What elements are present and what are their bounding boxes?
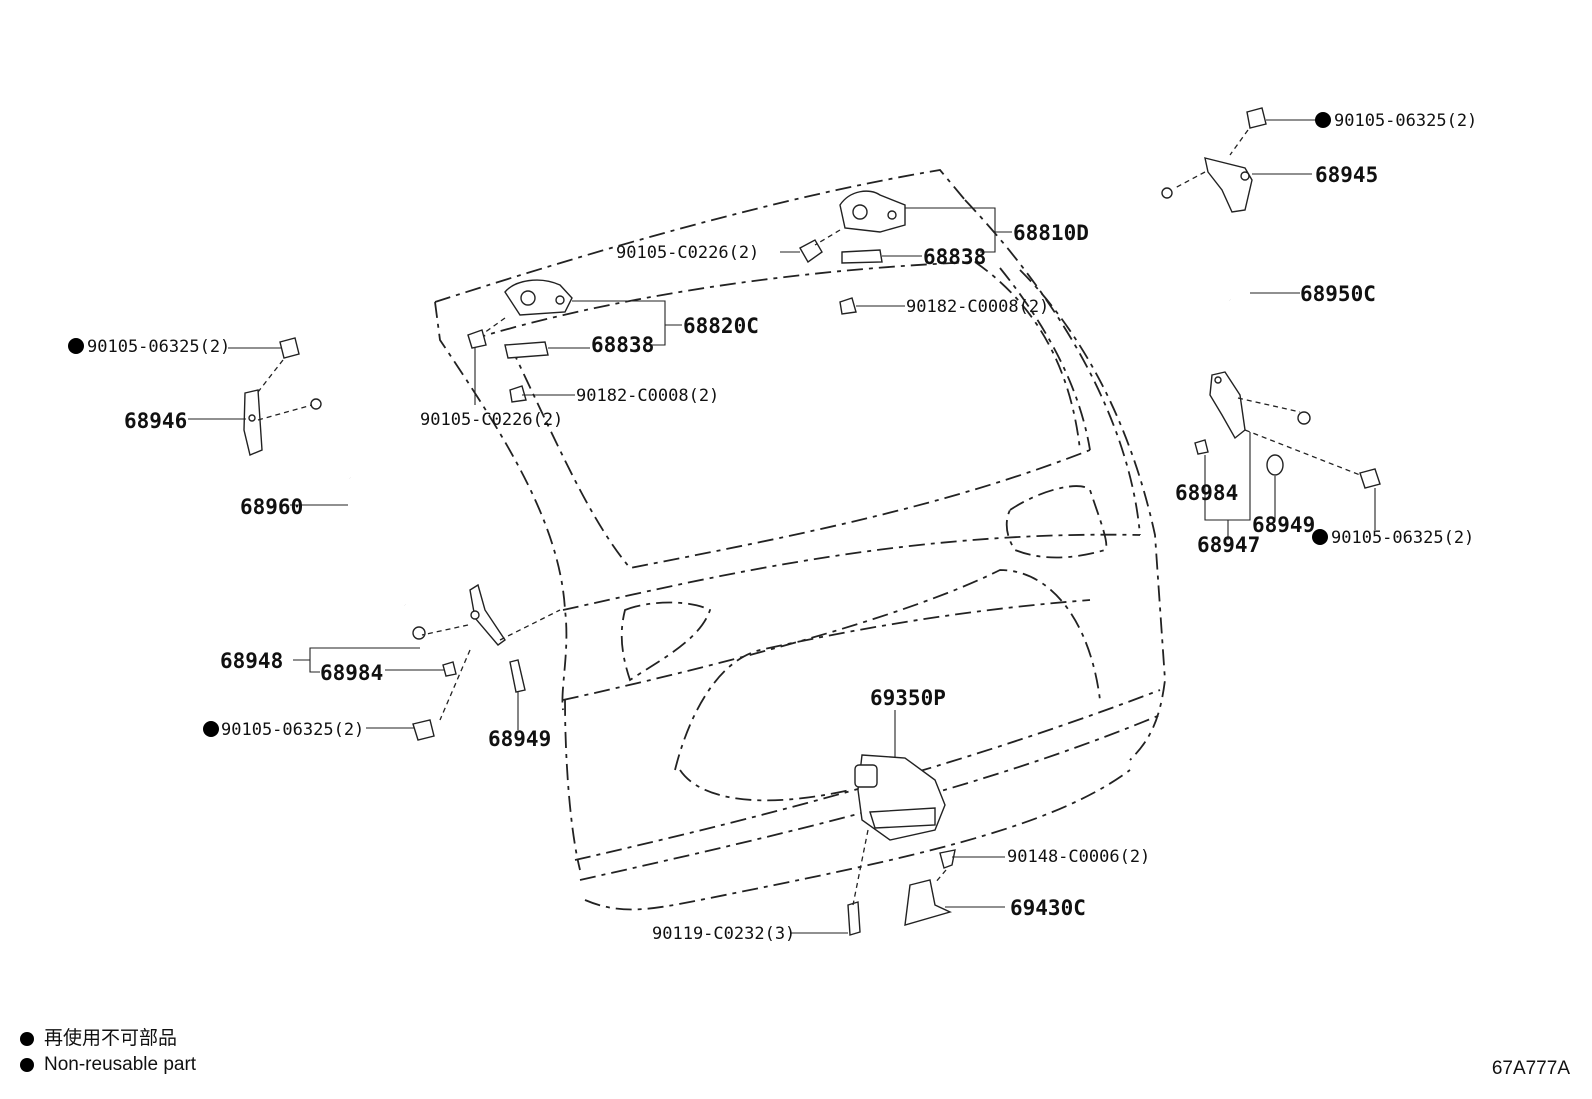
label-90182-C0008-left: 90182-C0008(2) [576, 386, 719, 406]
non-reusable-dot [1315, 112, 1331, 128]
label-68838-right: 68838 [923, 245, 986, 269]
label-90105-06325-top-right: 90105-06325(2) [1334, 111, 1477, 131]
label-68948: 68948 [220, 649, 283, 673]
label-68947: 68947 [1197, 533, 1260, 557]
bracket-68947 [1194, 371, 1381, 489]
label-69430C: 69430C [1010, 896, 1086, 920]
label-90105-C0226-left: 90105-C0226(2) [420, 410, 563, 430]
non-reusable-dot [1312, 529, 1328, 545]
legend-en-text: Non-reusable part [44, 1054, 197, 1075]
label-68820C: 68820C [683, 314, 759, 338]
diagram-code: 67A777A [1491, 1058, 1570, 1079]
label-90105-06325-bottom-left: 90105-06325(2) [221, 720, 364, 740]
non-reusable-markers [68, 112, 1331, 737]
leader-lines [188, 119, 1376, 934]
non-reusable-dot [68, 338, 84, 354]
label-68950C: 68950C [1300, 282, 1376, 306]
part-labels: 90105-06325(2) 68945 68810D 68838 90105-… [87, 111, 1477, 944]
legend-row-en: Non-reusable part [20, 1052, 196, 1078]
label-69350P: 69350P [870, 686, 946, 710]
label-68960: 68960 [240, 495, 303, 519]
non-reusable-bullet-icon [20, 1058, 34, 1072]
striker-69430C [904, 849, 956, 926]
back-door-outline [434, 169, 1166, 911]
bracket-68945 [1174, 107, 1267, 213]
label-68810D: 68810D [1013, 221, 1089, 245]
bracket-68946 [243, 337, 313, 456]
non-reusable-bullet-icon [20, 1032, 34, 1046]
label-90105-06325-left: 90105-06325(2) [87, 337, 230, 357]
label-68949-left: 68949 [488, 727, 551, 751]
legend: 再使用不可部品 Non-reusable part [20, 1026, 196, 1078]
non-reusable-dot [203, 721, 219, 737]
label-68946: 68946 [124, 409, 187, 433]
legend-row-jp: 再使用不可部品 [20, 1026, 196, 1052]
label-90105-C0226-right: 90105-C0226(2) [616, 243, 759, 263]
hinge-right-assembly [799, 190, 906, 315]
legend-jp-text: 再使用不可部品 [44, 1028, 178, 1049]
label-90119-C0232: 90119-C0232(3) [652, 924, 795, 944]
hinge-left-assembly [467, 279, 573, 403]
bracket-68948 [412, 583, 561, 741]
strut-right [1161, 187, 1311, 425]
label-68838-left: 68838 [591, 333, 654, 357]
lock-assembly-69350P [847, 754, 946, 936]
label-90148-C0006: 90148-C0006(2) [1007, 847, 1150, 867]
label-90182-C0008-right: 90182-C0008(2) [906, 297, 1049, 317]
label-68945: 68945 [1315, 163, 1378, 187]
strut-left [310, 398, 426, 640]
label-68984-left: 68984 [320, 661, 383, 685]
label-68949-right: 68949 [1252, 513, 1315, 537]
label-68984-right: 68984 [1175, 481, 1238, 505]
label-90105-06325-mid-right: 90105-06325(2) [1331, 528, 1474, 548]
